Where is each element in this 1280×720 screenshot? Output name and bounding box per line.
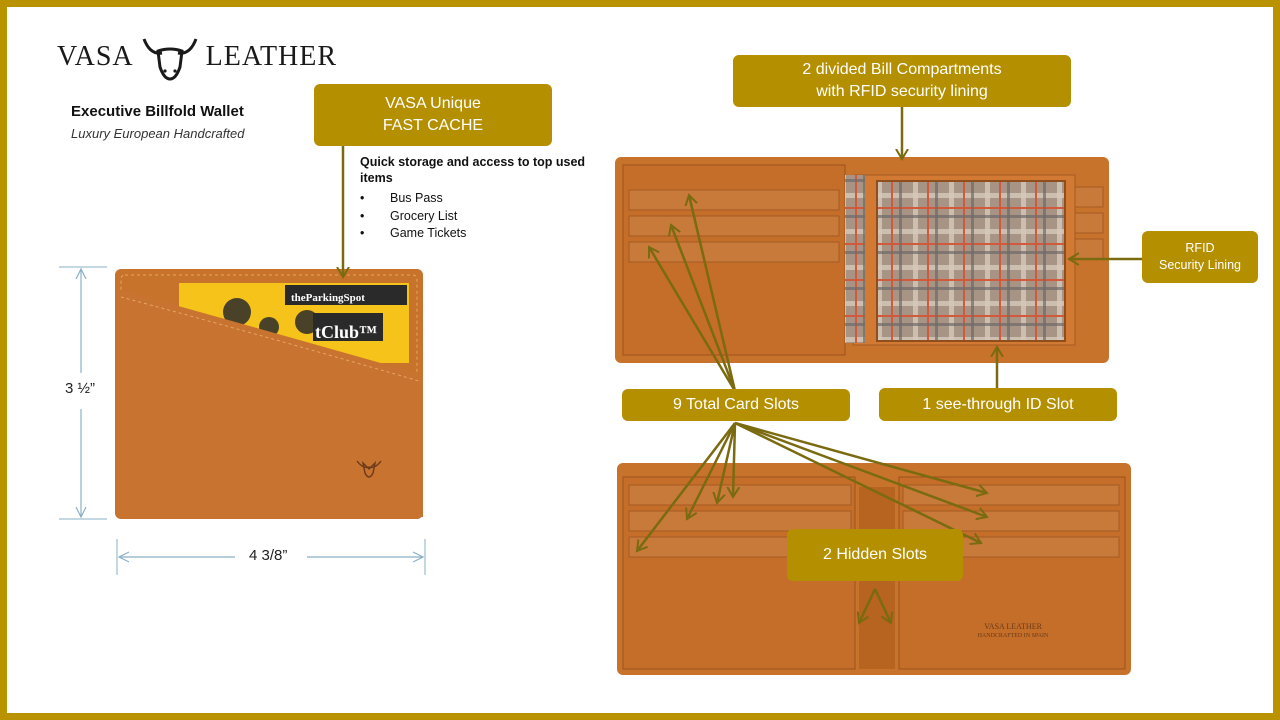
- fast-cache-list: Bus Pass Grocery List Game Tickets: [360, 190, 600, 243]
- product-title: Executive Billfold Wallet: [71, 103, 244, 120]
- wallet-stamp-line2: HANDCRAFTED IN SPAIN: [978, 633, 1049, 639]
- width-dimension-label: 4 3/8”: [245, 547, 292, 564]
- list-item: Game Tickets: [360, 225, 600, 243]
- card-slot-arrows: [637, 195, 987, 551]
- rfid-line1: RFID: [1185, 241, 1215, 255]
- illustration-canvas: theParkingSpot tClub™: [59, 107, 1142, 675]
- bull-head-icon: [142, 38, 198, 81]
- bill-compartments-callout: 2 divided Bill Compartments with RFID se…: [733, 55, 1071, 107]
- card-club-text: tClub™: [315, 322, 377, 342]
- list-item: Grocery List: [360, 208, 600, 226]
- fast-cache-callout: VASA Unique FAST CACHE: [314, 84, 552, 146]
- brand-logo: VASA LEATHER: [57, 33, 337, 81]
- fast-cache-description: Quick storage and access to top used ite…: [360, 154, 600, 243]
- card-brand-text: theParkingSpot: [291, 292, 365, 304]
- bill-compartments-line2: with RFID security lining: [816, 83, 988, 100]
- id-slot-callout: 1 see-through ID Slot: [879, 388, 1117, 421]
- brand-right-word: LEATHER: [205, 41, 338, 72]
- width-dimension: [116, 539, 426, 575]
- list-item: Bus Pass: [360, 190, 600, 208]
- rfid-callout: RFID Security Lining: [1142, 231, 1258, 283]
- fast-cache-heading: Quick storage and access to top used ite…: [360, 155, 586, 185]
- wallet-stamp-line1: VASA LEATHER: [984, 622, 1043, 631]
- product-subtitle: Luxury European Handcrafted: [71, 126, 245, 141]
- hidden-slot-arrows: [859, 588, 891, 623]
- closed-wallet-image: [115, 269, 423, 519]
- bill-compartments-line1: 2 divided Bill Compartments: [802, 61, 1002, 78]
- height-dimension: [59, 266, 107, 520]
- open-wallet-bottom-image: [617, 463, 1131, 675]
- card-slots-callout: 9 Total Card Slots: [622, 389, 850, 421]
- brand-left-word: VASA: [57, 41, 134, 72]
- rfid-line2: Security Lining: [1159, 258, 1241, 272]
- hidden-slots-callout: 2 Hidden Slots: [787, 529, 963, 581]
- open-wallet-top-image: [615, 157, 1109, 363]
- fast-cache-line2: FAST CACHE: [382, 117, 484, 134]
- height-dimension-label: 3 ½”: [63, 380, 98, 397]
- fast-cache-line1: VASA Unique: [385, 95, 481, 112]
